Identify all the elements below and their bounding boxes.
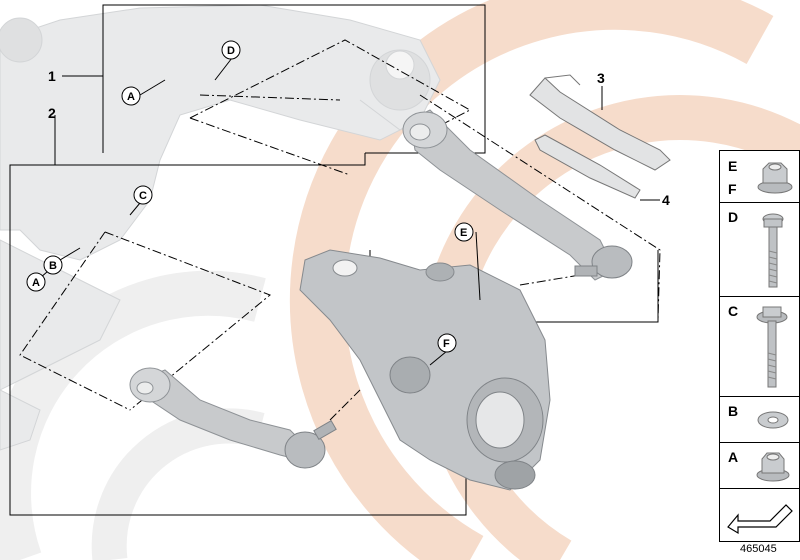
- hardware-legend: E F D C B A: [719, 150, 800, 542]
- legend-cell-arrow: [720, 489, 799, 541]
- circle-label-E: E: [454, 222, 474, 242]
- direction-arrow-icon: [727, 504, 793, 535]
- svg-text:C: C: [139, 190, 147, 202]
- callout-2: 2: [48, 105, 56, 121]
- heat-shield-bracket-3: [529, 74, 671, 171]
- collar-bolt-icon: [756, 306, 788, 388]
- svg-text:F: F: [443, 338, 450, 350]
- flange-nut-icon: [757, 162, 793, 194]
- circle-label-F: F: [437, 333, 457, 353]
- wheel-carrier: [299, 249, 551, 491]
- legend-cell-D: D: [720, 203, 799, 297]
- legend-cell-E-F: E F: [720, 151, 799, 203]
- assembly-lines: [19, 39, 661, 421]
- circle-label-mid-C: C: [133, 185, 153, 205]
- svg-text:B: B: [49, 260, 57, 272]
- eccentric-washer-icon: [757, 411, 789, 429]
- diagram-reference-number: 465045: [740, 543, 777, 555]
- legend-cell-B: B: [720, 397, 799, 443]
- svg-text:A: A: [32, 277, 40, 289]
- legend-letter-B: B: [728, 403, 739, 419]
- svg-text:D: D: [227, 45, 235, 57]
- legend-cell-C: C: [720, 297, 799, 397]
- hex-nut-icon: [756, 452, 790, 482]
- bracket-4: [534, 134, 641, 199]
- legend-cell-A: A: [720, 443, 799, 489]
- circle-label-top-A: A: [121, 86, 141, 106]
- bolt-icon: [762, 213, 784, 288]
- callout-4: 4: [662, 192, 670, 208]
- legend-letter-A: A: [728, 449, 739, 465]
- legend-letter-D: D: [728, 209, 739, 225]
- lower-control-arm: [129, 367, 337, 469]
- legend-letter-F: F: [728, 181, 737, 197]
- svg-text:E: E: [460, 227, 467, 239]
- circle-label-mid-A: A: [26, 272, 46, 292]
- callout-3: 3: [597, 70, 605, 86]
- legend-letter-C: C: [728, 303, 739, 319]
- circle-label-mid-B: B: [43, 255, 63, 275]
- callout-1: 1: [48, 68, 56, 84]
- circle-label-top-D: D: [221, 40, 241, 60]
- svg-text:A: A: [127, 91, 135, 103]
- legend-letter-E: E: [728, 158, 738, 174]
- upper-control-arm: [402, 109, 633, 281]
